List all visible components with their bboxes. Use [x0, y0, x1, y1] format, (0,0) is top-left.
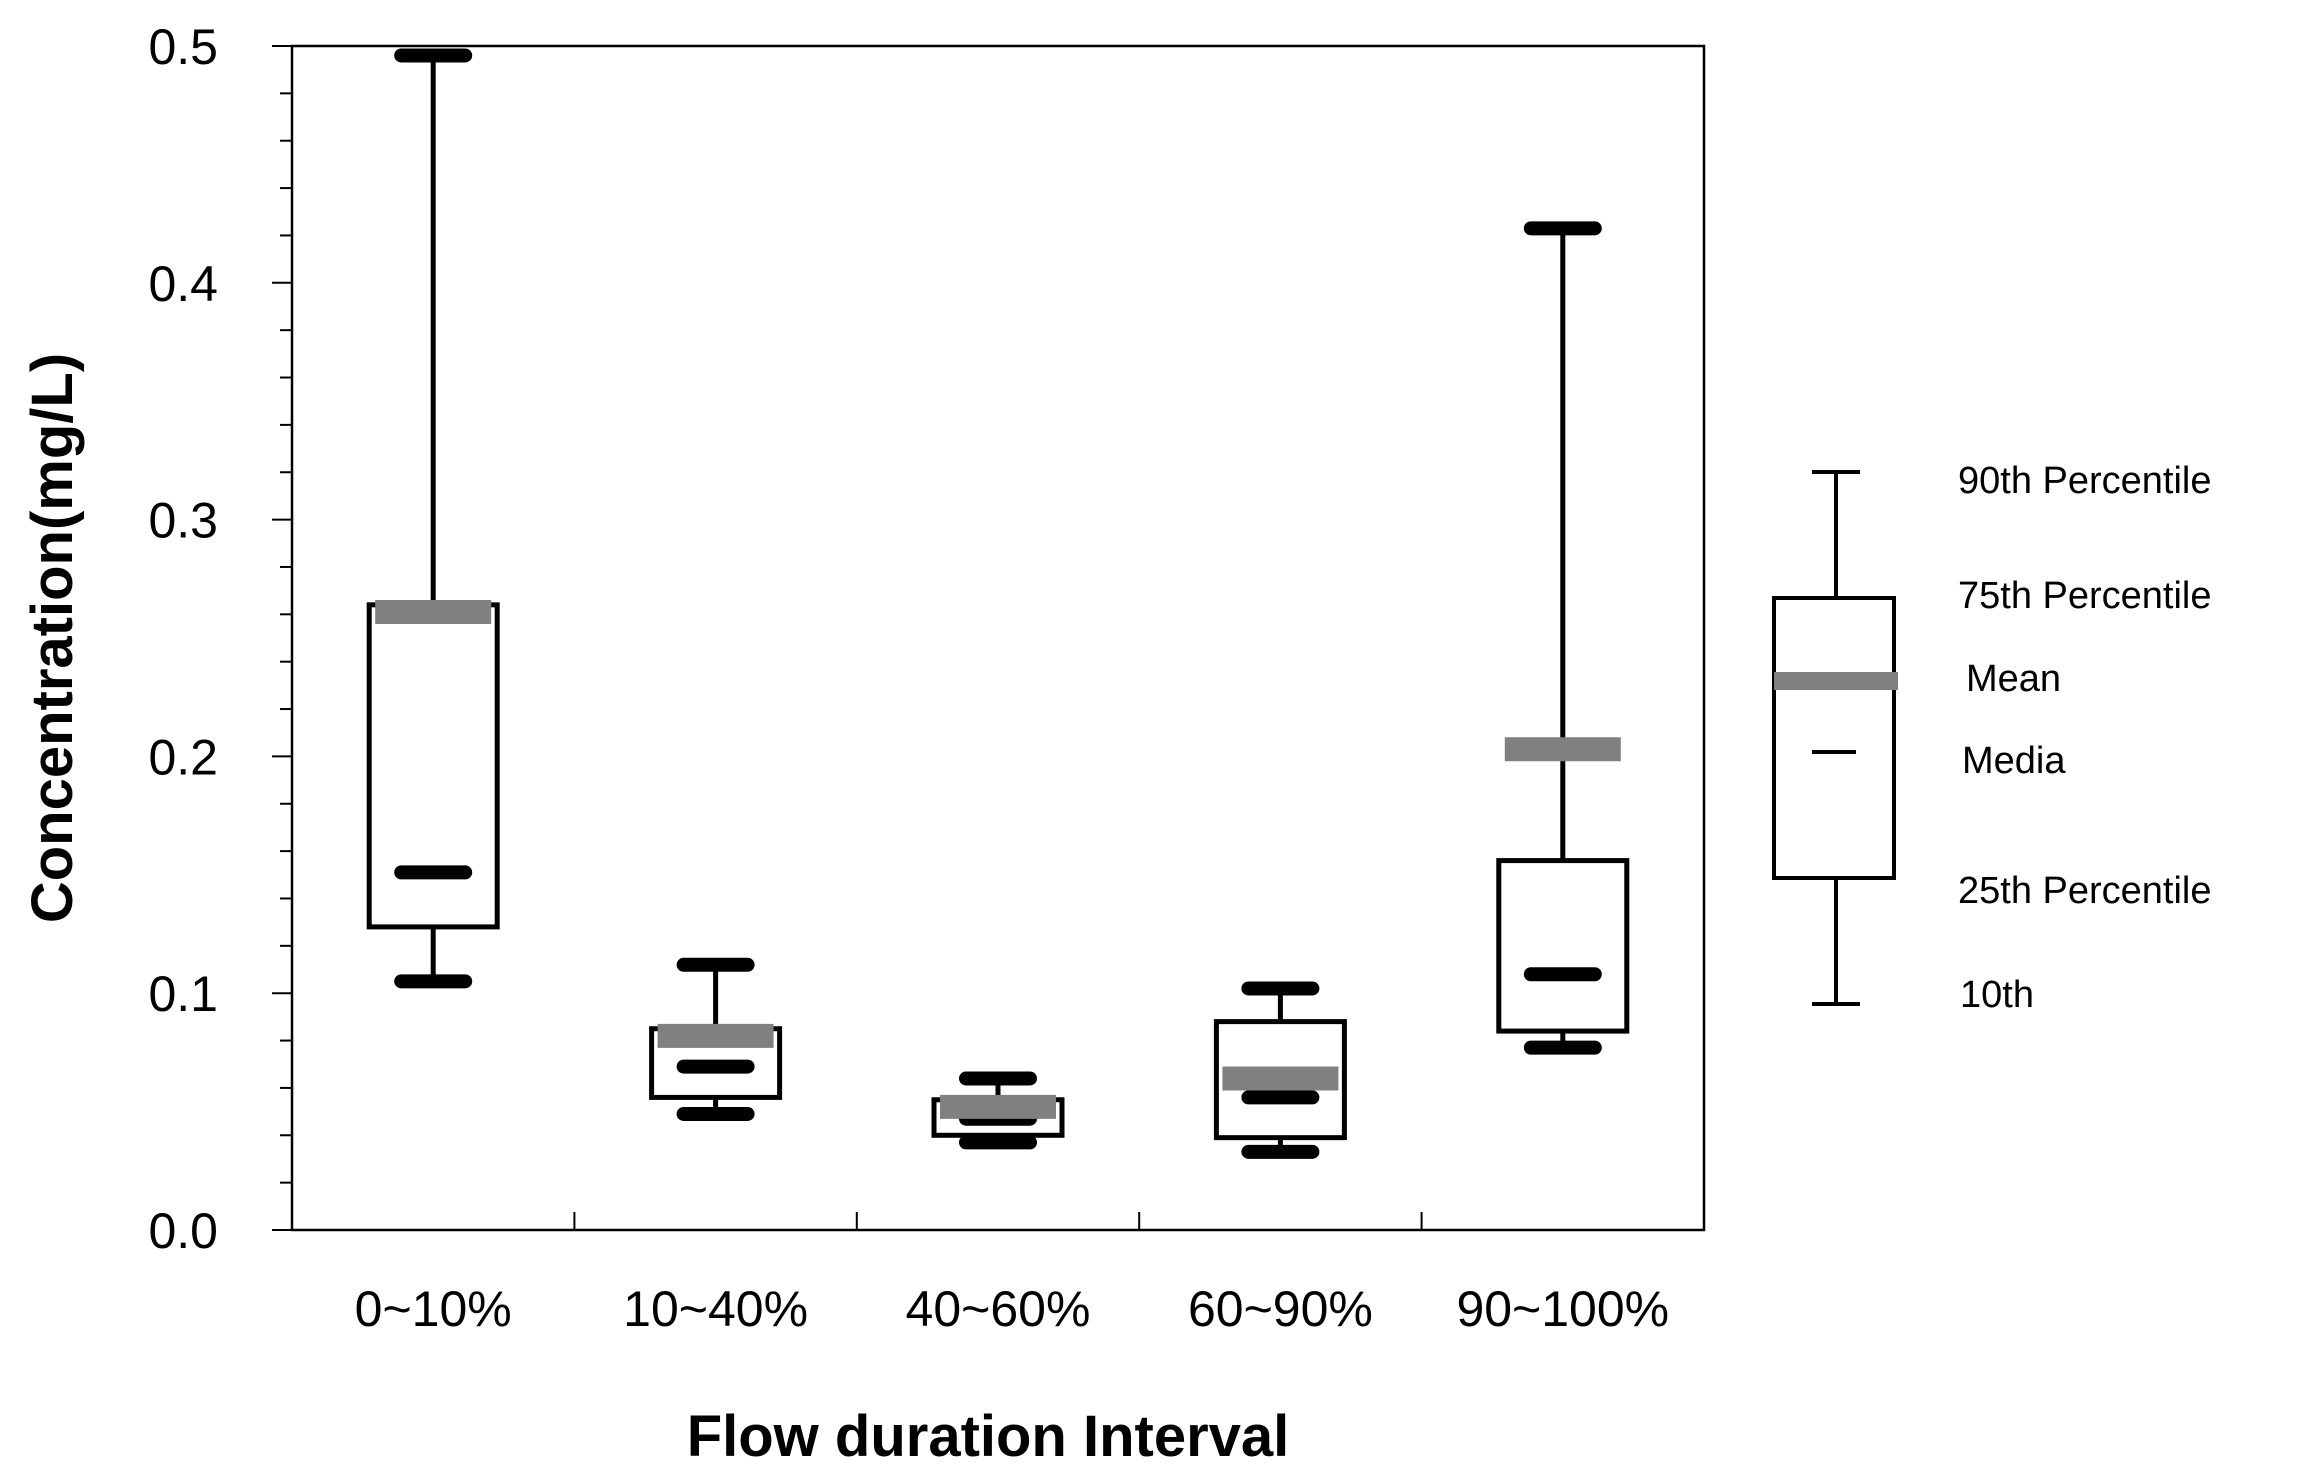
y-tick-label: 0.1: [148, 966, 218, 1022]
legend: 90th Percentile 75th Percentile Mean Med…: [1772, 460, 2212, 1016]
y-tick-label: 0.5: [148, 19, 218, 75]
x-axis-title: Flow duration Interval: [687, 1404, 1290, 1469]
y-tick-label: 0.0: [148, 1203, 218, 1259]
legend-label-p90: 90th Percentile: [1958, 460, 2212, 502]
legend-label-median: Media: [1962, 740, 2066, 782]
box-iqr: [1496, 858, 1630, 1034]
y-tick-label: 0.3: [148, 493, 218, 549]
y-tick-label: 0.4: [148, 256, 218, 312]
box-group: [1213, 981, 1347, 1159]
box-group: [1496, 221, 1630, 1055]
x-tick-label: 0~10%: [355, 1281, 512, 1337]
x-axis: 0~10% 10~40% 40~60% 60~90% 90~100%: [355, 1212, 1669, 1337]
box-iqr: [366, 602, 500, 930]
y-axis: 0.0 0.1 0.2 0.3 0.4 0.5: [148, 19, 292, 1259]
box-group: [931, 1071, 1065, 1150]
x-tick-label: 10~40%: [623, 1281, 808, 1337]
legend-label-p10: 10th: [1960, 974, 2034, 1016]
box-group: [366, 48, 500, 989]
box-group: [649, 957, 783, 1121]
legend-label-p25: 25th Percentile: [1958, 870, 2212, 912]
legend-label-p75: 75th Percentile: [1958, 575, 2212, 617]
legend-box: [1772, 596, 1896, 880]
y-axis-title: Concentration(mg/L): [20, 353, 85, 923]
legend-label-mean: Mean: [1966, 658, 2061, 700]
y-tick-label: 0.2: [148, 729, 218, 785]
x-tick-label: 90~100%: [1456, 1281, 1669, 1337]
boxes: [366, 48, 1630, 1159]
plot-frame: [290, 44, 1706, 1232]
x-tick-label: 60~90%: [1188, 1281, 1373, 1337]
x-tick-label: 40~60%: [906, 1281, 1091, 1337]
